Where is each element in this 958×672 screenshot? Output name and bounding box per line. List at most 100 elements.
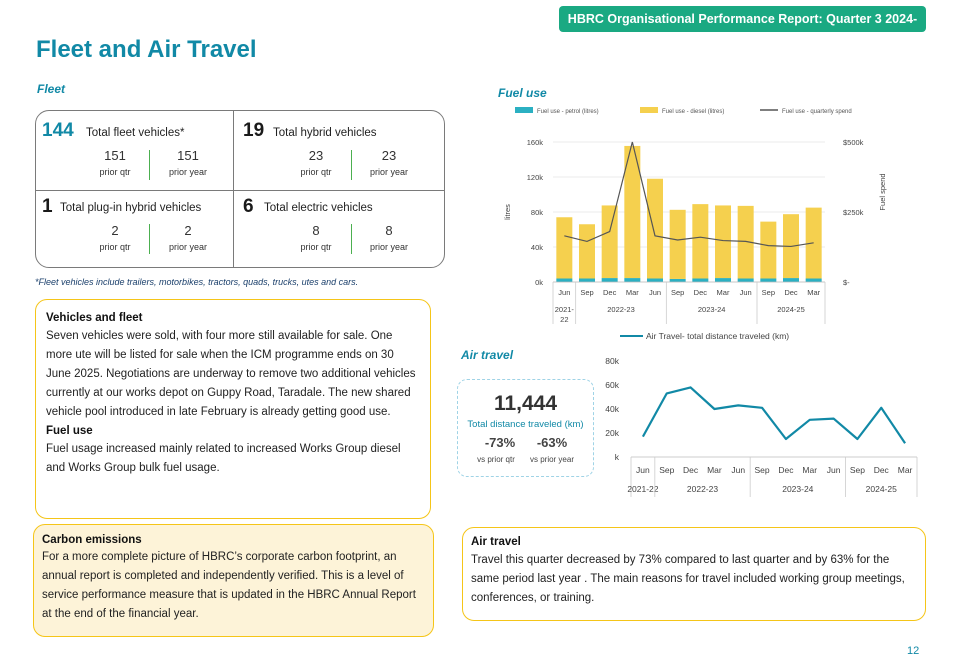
- year-group-label: 2022-23: [607, 305, 635, 314]
- series-line-air: [641, 386, 906, 444]
- year-group-label: 2024-25: [777, 305, 805, 314]
- total-fleet-prior-year: 151: [177, 148, 199, 163]
- x-tick-label: Jun: [558, 288, 570, 297]
- bar-diesel: [647, 178, 663, 279]
- electric-value: 6: [243, 196, 254, 217]
- bar-diesel: [669, 209, 686, 279]
- year-group-label: 2022-23: [687, 484, 718, 494]
- bar-petrol: [601, 278, 618, 282]
- hybrid-prior-year: 23: [381, 148, 397, 163]
- x-tick-label: Jun: [740, 288, 752, 297]
- x-tick-label: Dec: [784, 288, 798, 297]
- green-divider: [351, 150, 352, 180]
- y2-tick-label: $-: [843, 278, 850, 287]
- year-group-label: 2023-24: [782, 484, 813, 494]
- x-tick-label: Mar: [707, 465, 722, 475]
- bar-diesel: [556, 217, 573, 279]
- fuel-use-text: Fuel usage increased mainly related to i…: [46, 443, 401, 474]
- legend-swatch: [640, 107, 658, 113]
- carbon-text: For a more complete picture of HBRC’s co…: [42, 551, 416, 620]
- y-tick-label: 40k: [531, 243, 543, 252]
- page-number: 12: [907, 645, 920, 657]
- legend-label: Fuel use - quarterly spend: [782, 109, 852, 115]
- bar-petrol: [624, 278, 641, 282]
- total-fleet-label: Total fleet vehicles*: [86, 127, 185, 139]
- bar-diesel: [760, 221, 777, 279]
- x-tick-label: Mar: [898, 465, 913, 475]
- legend-label: Fuel use - diesel (litres): [662, 109, 724, 115]
- legend-label: Fuel use - petrol (litres): [537, 109, 599, 115]
- air-change-qtr: -73%: [484, 435, 516, 450]
- x-tick-label: Sep: [762, 288, 775, 297]
- prior-qtr-label: prior qtr: [300, 242, 332, 252]
- legend-swatch: [515, 107, 533, 113]
- y-tick-label: 80k: [605, 356, 619, 366]
- bar-petrol: [692, 278, 709, 282]
- x-tick-label: Sep: [659, 465, 674, 475]
- x-tick-label: Sep: [671, 288, 684, 297]
- fuel-use-section-label: Fuel use: [498, 86, 547, 100]
- y-tick-label: 20k: [605, 428, 619, 438]
- y-axis-label: litres: [503, 204, 512, 220]
- hybrid-label: Total hybrid vehicles: [273, 127, 377, 139]
- bar-petrol: [805, 278, 822, 282]
- fuel-use-chart: Fuel use - petrol (litres) Fuel use - die…: [503, 107, 887, 324]
- x-tick-label: Dec: [874, 465, 890, 475]
- x-tick-label: Jun: [827, 465, 841, 475]
- fleet-section-label: Fleet: [37, 82, 66, 96]
- green-divider: [351, 224, 352, 254]
- y2-axis-label: Fuel spend: [878, 173, 887, 210]
- green-divider: [149, 150, 150, 180]
- bar-petrol: [669, 278, 686, 282]
- bar-petrol: [715, 278, 731, 282]
- air-legend: Air Travel- total distance traveled (km): [620, 331, 789, 341]
- page-title: Fleet and Air Travel: [36, 36, 257, 63]
- year-group-label: 2021-: [555, 305, 575, 314]
- bar-petrol: [783, 278, 799, 282]
- air-change-year: -63%: [536, 435, 568, 450]
- plugin-prior-qtr: 2: [111, 223, 119, 238]
- y-tick-label: 0k: [535, 278, 543, 287]
- prior-year-label: prior year: [168, 167, 207, 177]
- total-fleet-value: 144: [42, 120, 74, 141]
- y2-tick-label: $250k: [843, 208, 864, 217]
- y-tick-label: 80k: [531, 208, 543, 217]
- total-fleet-prior-qtr: 151: [104, 148, 126, 163]
- x-tick-label: Jun: [731, 465, 745, 475]
- air-distance-label: Total distance traveled (km): [467, 419, 584, 430]
- bar-petrol: [647, 278, 663, 282]
- fuel-use-heading: Fuel use: [46, 425, 93, 437]
- bar-diesel: [601, 205, 618, 279]
- air-distance-value: 11,444: [493, 392, 558, 415]
- bar-petrol: [579, 278, 595, 282]
- air-qtr-label: vs prior qtr: [477, 455, 515, 464]
- x-tick-label: Sep: [850, 465, 865, 475]
- air-travel-stat-box: [457, 379, 594, 477]
- x-tick-label: Dec: [694, 288, 708, 297]
- fleet-stats-box: [35, 110, 445, 268]
- x-tick-label: Dec: [603, 288, 617, 297]
- vehicles-fleet-box: Vehicles and fleet Seven vehicles were s…: [35, 299, 431, 519]
- fleet-footnote: *Fleet vehicles include trailers, motorb…: [35, 277, 359, 287]
- plugin-hybrid-value: 1: [42, 196, 53, 217]
- air-year-label: vs prior year: [529, 455, 574, 464]
- plugin-prior-year: 2: [184, 223, 192, 238]
- y2-tick-label: $500k: [843, 138, 864, 147]
- y-tick-label: 160k: [527, 138, 544, 147]
- air-text: Travel this quarter decreased by 73% com…: [471, 554, 905, 604]
- fleet-horizontal-divider: [35, 190, 445, 191]
- fuel-bars: [556, 145, 822, 282]
- year-group-label: 2024-25: [866, 484, 897, 494]
- y-tick-label: 60k: [605, 380, 619, 390]
- report-banner: HBRC Organisational Performance Report: …: [559, 6, 926, 52]
- x-tick-label: Mar: [802, 465, 817, 475]
- vehicles-heading: Vehicles and fleet: [46, 312, 143, 324]
- x-tick-label: Sep: [755, 465, 770, 475]
- prior-year-label: prior year: [168, 242, 207, 252]
- prior-year-label: prior year: [369, 242, 408, 252]
- electric-prior-qtr: 8: [312, 223, 320, 238]
- year-group-label: 22: [560, 315, 568, 324]
- series-line-spend: [564, 141, 814, 248]
- bar-diesel: [715, 205, 731, 279]
